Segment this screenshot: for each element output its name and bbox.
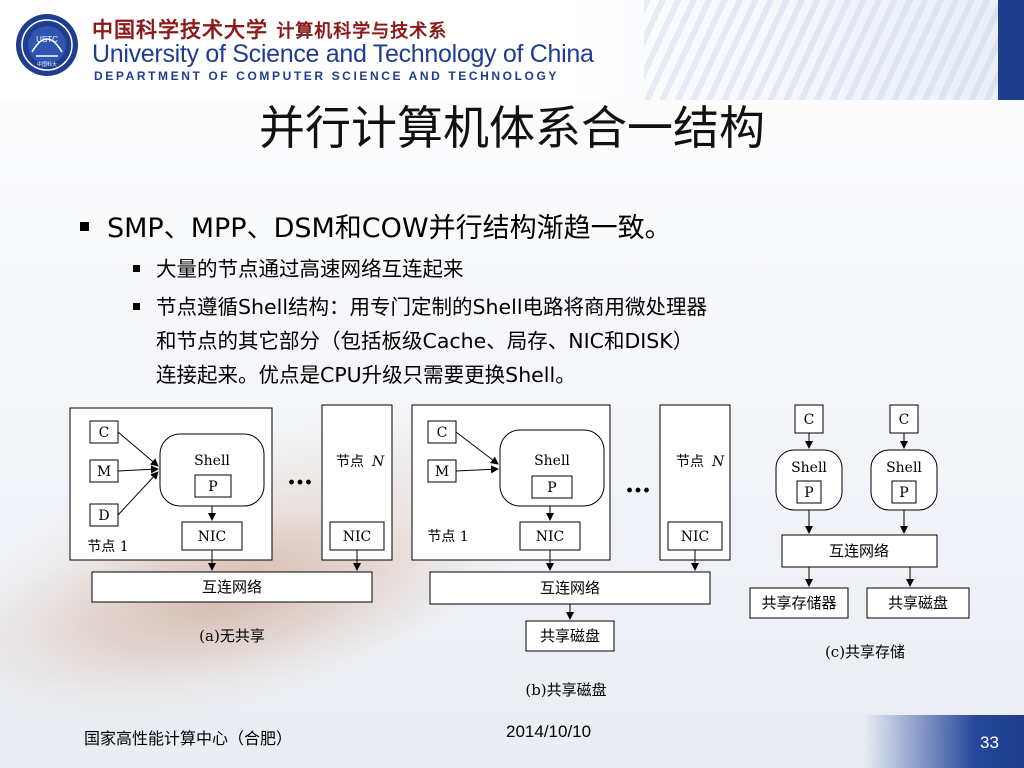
nic-label: NIC bbox=[681, 529, 710, 545]
nic-box bbox=[667, 521, 723, 551]
nic-label: NIC bbox=[198, 529, 227, 545]
bullet-square-icon bbox=[133, 264, 140, 272]
corner-decoration bbox=[998, 0, 1024, 100]
diagram-c-shared-memory: C C Shell P Shell P 互连网络 共享存储器 共享磁盘 (c)共… bbox=[749, 404, 970, 661]
shell-box bbox=[499, 429, 605, 507]
network-label: 互连网络 bbox=[540, 579, 600, 597]
nic-label: NIC bbox=[536, 529, 565, 545]
processor-box bbox=[531, 475, 573, 499]
bullet-sub-1: 大量的节点通过高速网络互连起来 bbox=[133, 252, 464, 286]
processor-label: P bbox=[547, 480, 556, 496]
university-name-cn: 中国科学技术大学 计算机科学与技术系 bbox=[92, 14, 447, 44]
shell-label: Shell bbox=[194, 453, 230, 469]
bullet-sub-2: 节点遵循Shell结构：用专门定制的Shell电路将商用微处理器 和节点的其它部… bbox=[133, 290, 707, 392]
department-name-cn: 计算机科学与技术系 bbox=[276, 21, 448, 42]
shared-disk-box bbox=[525, 620, 615, 652]
network-label: 互连网络 bbox=[829, 542, 889, 560]
cache-label: C bbox=[437, 425, 448, 441]
network-box bbox=[91, 571, 373, 603]
node-1-label: 节点 1 bbox=[87, 539, 128, 555]
shell-label: Shell bbox=[534, 453, 570, 469]
processor-box bbox=[796, 480, 822, 504]
caption-b: (b)共享磁盘 bbox=[525, 681, 606, 699]
university-seal-icon: USTC 中国科大 bbox=[16, 14, 78, 76]
memory-label: M bbox=[97, 464, 111, 480]
bullet-sub-2-line1: 节点遵循Shell结构：用专门定制的Shell电路将商用微处理器 bbox=[156, 295, 708, 319]
svg-text:USTC: USTC bbox=[36, 35, 58, 44]
shared-disk-label: 共享磁盘 bbox=[540, 627, 600, 645]
cache-label: C bbox=[899, 412, 910, 428]
university-name-en: University of Science and Technology of … bbox=[92, 40, 594, 68]
bullet-sub-1-text: 大量的节点通过高速网络互连起来 bbox=[156, 257, 464, 281]
network-box bbox=[781, 534, 938, 568]
cache-box bbox=[794, 404, 824, 434]
nic-label: NIC bbox=[343, 529, 372, 545]
disk-label: D bbox=[98, 508, 109, 524]
node-1-label: 节点 1 bbox=[427, 529, 468, 545]
footer-corner-band bbox=[864, 715, 1024, 768]
footer-date: 2014/10/10 bbox=[506, 722, 592, 741]
caption-a: (a)无共享 bbox=[199, 627, 265, 645]
bullet-main-text: SMP、MPP、DSM和COW并行结构渐趋一致。 bbox=[107, 213, 672, 244]
network-label: 互连网络 bbox=[202, 578, 262, 596]
svg-text:中国科大: 中国科大 bbox=[37, 61, 57, 68]
processor-label: P bbox=[804, 485, 813, 501]
shell-label: Shell bbox=[886, 460, 922, 476]
processor-box bbox=[891, 480, 917, 504]
cache-label: C bbox=[99, 425, 110, 441]
bullet-main: SMP、MPP、DSM和COW并行结构渐趋一致。 bbox=[80, 206, 672, 245]
processor-box bbox=[194, 474, 232, 498]
department-name-en: Department of Computer Science and Techn… bbox=[94, 69, 560, 83]
caption-c: (c)共享存储 bbox=[825, 643, 905, 661]
shared-memory-label: 共享存储器 bbox=[761, 594, 836, 612]
memory-label: M bbox=[435, 464, 449, 480]
ellipsis: … bbox=[625, 469, 651, 499]
cache-box bbox=[889, 404, 919, 434]
ellipsis: … bbox=[287, 461, 313, 491]
header-band bbox=[0, 0, 1024, 100]
slide-title: 并行计算机体系合一结构 bbox=[259, 101, 765, 155]
shared-memory-box bbox=[749, 587, 849, 619]
shared-disk-box bbox=[866, 587, 970, 619]
footer-organization: 国家高性能计算中心（合肥） bbox=[84, 729, 293, 748]
university-name-cn-text: 中国科学技术大学 bbox=[92, 17, 268, 42]
bullet-square-icon bbox=[80, 222, 89, 231]
processor-label: P bbox=[899, 485, 908, 501]
cache-label: C bbox=[804, 412, 815, 428]
processor-label: P bbox=[208, 479, 217, 495]
bullet-square-icon bbox=[133, 302, 140, 310]
page-number: 33 bbox=[980, 733, 999, 752]
header-stripe bbox=[644, 0, 1024, 100]
bullet-sub-2-line3: 连接起来。优点是CPU升级只需要更换Shell。 bbox=[156, 363, 576, 387]
nic-box bbox=[181, 521, 243, 551]
bullet-sub-2-line2: 和节点的其它部分（包括板级Cache、局存、NIC和DISK） bbox=[156, 329, 694, 353]
shared-disk-label: 共享磁盘 bbox=[888, 594, 948, 612]
shell-label: Shell bbox=[791, 460, 827, 476]
